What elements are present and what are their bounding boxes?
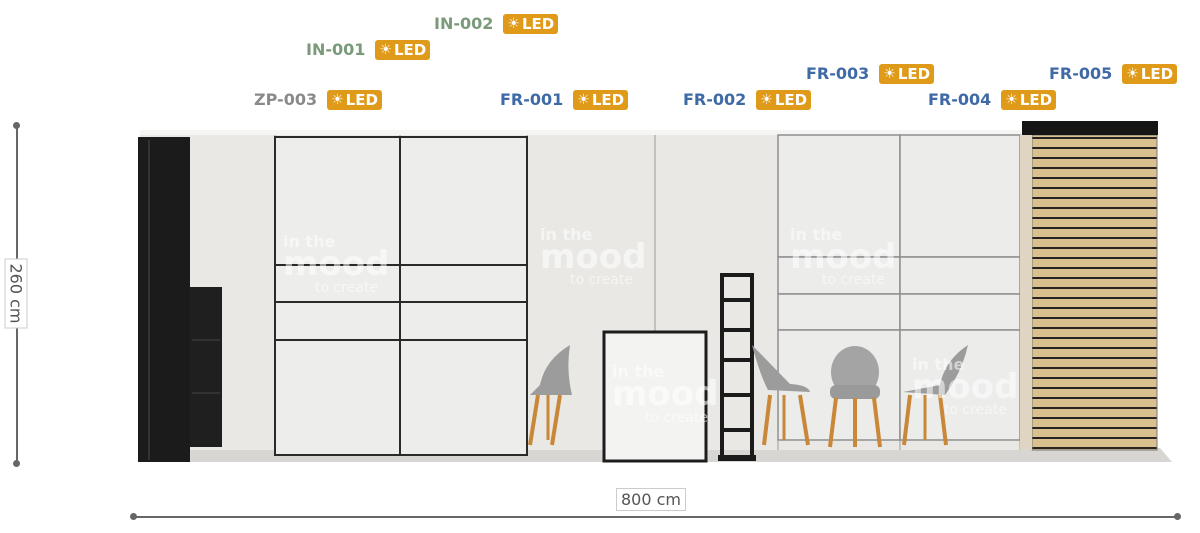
label-code: FR-005 bbox=[1045, 64, 1117, 84]
dimension-endpoint bbox=[130, 513, 137, 520]
led-text: LED bbox=[345, 91, 378, 109]
led-text: LED bbox=[774, 91, 808, 109]
height-dimension-label: 260 cm bbox=[4, 258, 28, 329]
led-text: LED bbox=[521, 15, 555, 33]
label-code: IN-001 bbox=[302, 40, 370, 60]
led-badge: ☀ LED bbox=[1001, 90, 1057, 110]
sun-icon: ☀ bbox=[577, 92, 590, 108]
chairs bbox=[528, 345, 968, 448]
label-in-002[interactable]: IN-002 ☀ LED bbox=[430, 14, 559, 34]
led-text: LED bbox=[1019, 91, 1053, 109]
label-code: FR-004 bbox=[924, 90, 996, 110]
storage-cabinets bbox=[274, 136, 528, 456]
label-fr-003[interactable]: FR-003 ☀ LED bbox=[802, 64, 935, 84]
led-badge: ☀ LED bbox=[573, 90, 629, 110]
label-code: ZP-003 bbox=[250, 90, 322, 110]
label-in-001[interactable]: IN-001 ☀ LED bbox=[302, 40, 431, 60]
led-badge: ☀ LED bbox=[879, 64, 935, 84]
sun-icon: ☀ bbox=[1126, 66, 1139, 82]
dimension-endpoint bbox=[13, 122, 20, 129]
label-fr-005[interactable]: FR-005 ☀ LED bbox=[1045, 64, 1178, 84]
led-badge: ☀ LED bbox=[503, 14, 559, 34]
sun-icon: ☀ bbox=[379, 42, 392, 58]
sun-icon: ☀ bbox=[760, 92, 773, 108]
counter bbox=[602, 330, 708, 463]
label-fr-001[interactable]: FR-001 ☀ LED bbox=[496, 90, 629, 110]
led-text: LED bbox=[897, 65, 931, 83]
sun-icon: ☀ bbox=[1005, 92, 1018, 108]
dimension-endpoint bbox=[13, 460, 20, 467]
led-badge: ☀ LED bbox=[327, 90, 382, 110]
wall-cabinets-right bbox=[777, 134, 1021, 441]
label-code: FR-003 bbox=[802, 64, 874, 84]
width-dimension-label: 800 cm bbox=[616, 488, 687, 511]
led-badge: ☀ LED bbox=[756, 90, 812, 110]
black-column bbox=[138, 137, 190, 462]
led-text: LED bbox=[591, 91, 625, 109]
label-code: IN-002 bbox=[430, 14, 498, 34]
sun-icon: ☀ bbox=[507, 16, 520, 32]
black-shelf bbox=[190, 287, 222, 447]
label-zp-003[interactable]: ZP-003 ☀ LED bbox=[250, 90, 382, 110]
label-code: FR-002 bbox=[679, 90, 751, 110]
sun-icon: ☀ bbox=[331, 92, 344, 108]
width-dimension-line bbox=[133, 516, 1178, 518]
label-code: FR-001 bbox=[496, 90, 568, 110]
led-text: LED bbox=[1140, 65, 1174, 83]
led-badge: ☀ LED bbox=[1122, 64, 1178, 84]
sun-icon: ☀ bbox=[883, 66, 896, 82]
cabin-roof bbox=[1022, 121, 1158, 135]
led-text: LED bbox=[393, 41, 427, 59]
slat-wall bbox=[1031, 134, 1158, 451]
label-fr-004[interactable]: FR-004 ☀ LED bbox=[924, 90, 1057, 110]
label-fr-002[interactable]: FR-002 ☀ LED bbox=[679, 90, 812, 110]
dimension-endpoint bbox=[1174, 513, 1181, 520]
led-badge: ☀ LED bbox=[375, 40, 431, 60]
